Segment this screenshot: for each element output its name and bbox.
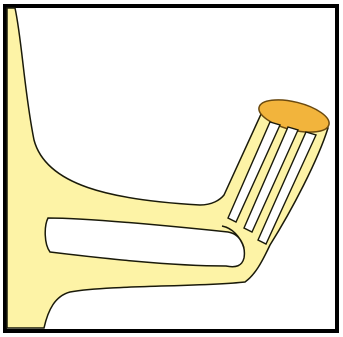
diagram-canvas <box>0 0 343 337</box>
anatomical-diagram <box>0 0 343 337</box>
